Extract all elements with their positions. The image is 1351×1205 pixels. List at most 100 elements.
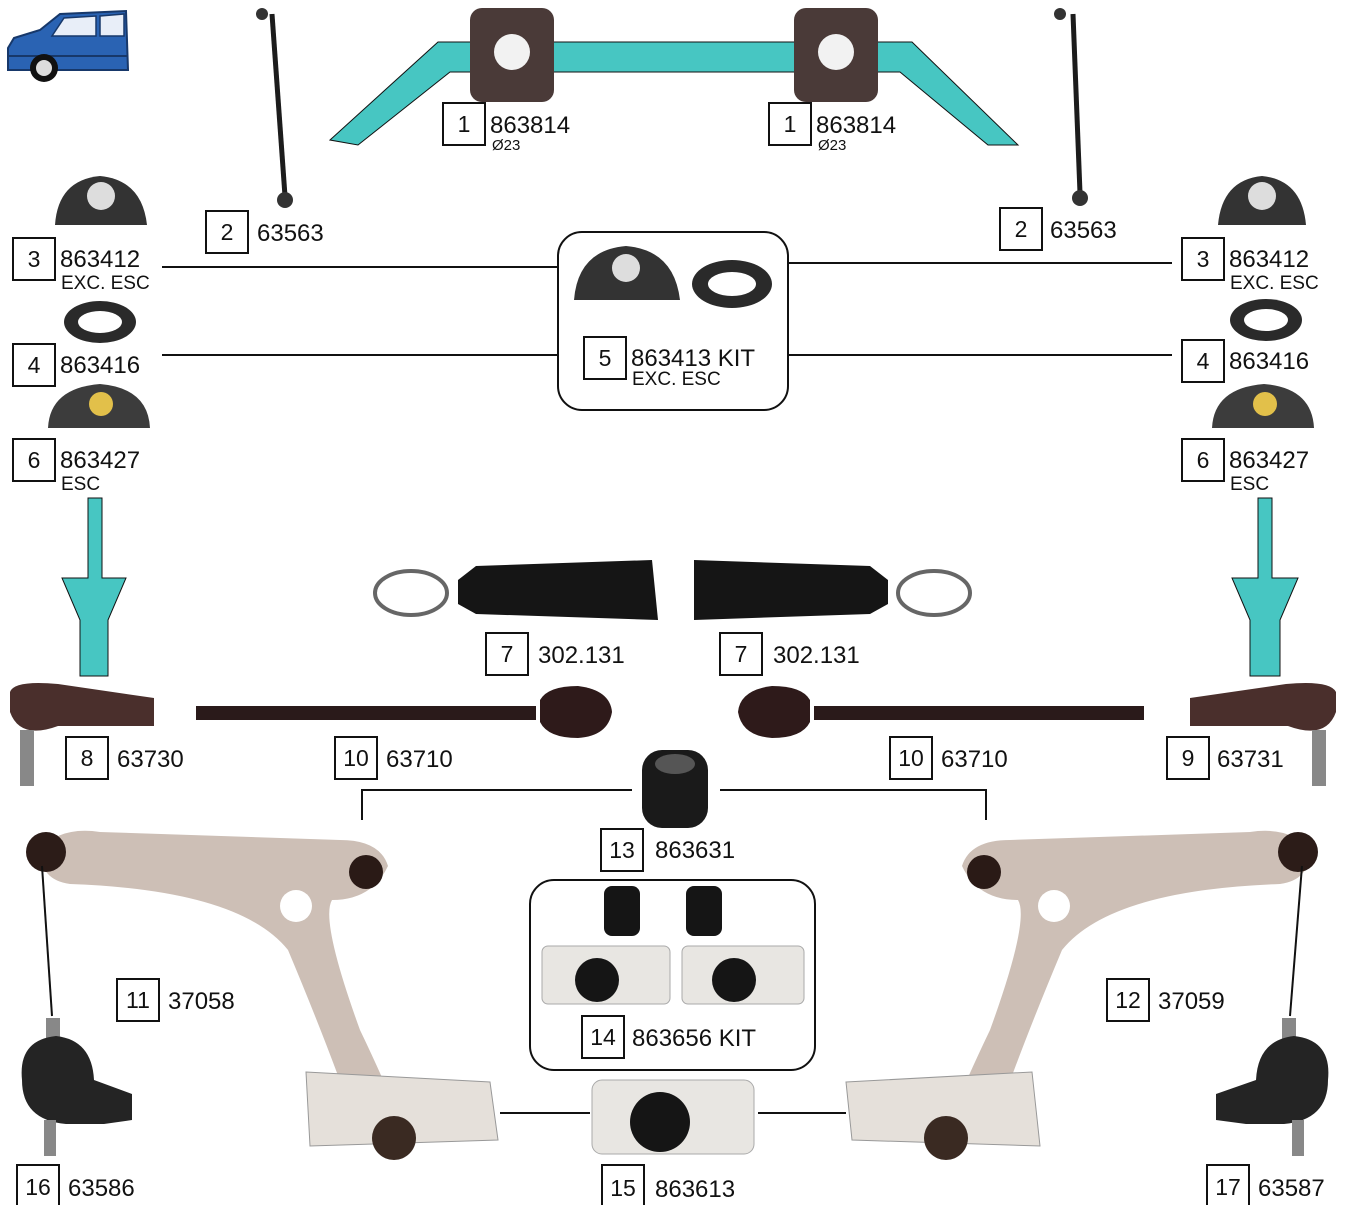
svg-text:11: 11 (126, 987, 150, 1013)
strut-mount-esc-left (48, 384, 150, 428)
label-part-6-left: 6 863427 ESC (12, 438, 140, 495)
kit-box-14 (529, 879, 816, 1071)
svg-text:63586: 63586 (68, 1175, 135, 1202)
label-part-11: 11 37058 (116, 978, 235, 1022)
svg-text:863613: 863613 (655, 1176, 735, 1203)
svg-text:63731: 63731 (1217, 746, 1284, 773)
label-part-10-right: 10 63710 (889, 736, 1008, 780)
strut-bearing-left (64, 301, 136, 343)
down-arrow-left (61, 497, 127, 677)
svg-text:863416: 863416 (1229, 348, 1309, 375)
svg-text:9: 9 (1182, 745, 1195, 771)
svg-text:63587: 63587 (1258, 1175, 1325, 1202)
svg-text:EXC. ESC: EXC. ESC (61, 273, 150, 294)
label-part-2-left: 2 63563 (205, 210, 324, 254)
stabilizer-link-right (1054, 8, 1088, 206)
svg-text:37059: 37059 (1158, 988, 1225, 1015)
label-part-4-left: 4 863416 (12, 343, 140, 387)
svg-text:ESC: ESC (61, 474, 100, 495)
svg-text:863814: 863814 (816, 112, 896, 139)
label-part-12: 12 37059 (1106, 978, 1225, 1022)
svg-text:63710: 63710 (941, 746, 1008, 773)
svg-text:3: 3 (28, 246, 41, 272)
svg-text:3: 3 (1197, 246, 1210, 272)
svg-text:6: 6 (1197, 447, 1210, 473)
ball-joint-left (21, 865, 132, 1156)
tie-rod-end-left (10, 683, 154, 786)
control-arm-left (26, 830, 499, 1160)
strut-mount-esc-right (1212, 384, 1314, 428)
svg-text:EXC. ESC: EXC. ESC (632, 369, 721, 390)
label-part-16: 16 63586 (16, 1164, 135, 1205)
kit-5-bearing (692, 260, 772, 308)
svg-text:2: 2 (221, 219, 234, 245)
car-icon (7, 9, 130, 82)
bushing-13 (642, 750, 708, 828)
leader-lines-upper (162, 262, 1172, 356)
svg-text:863631: 863631 (655, 837, 735, 864)
label-part-4-right: 4 863416 (1181, 339, 1309, 383)
label-part-8: 8 63730 (65, 736, 184, 780)
label-part-17: 17 63587 (1206, 1164, 1325, 1205)
label-part-14: 14 863656 KIT (581, 1015, 756, 1059)
svg-text:ESC: ESC (1230, 474, 1269, 495)
stabilizer-bushing-right (794, 8, 878, 102)
label-part-1-left: 1 863814 Ø23 (442, 102, 570, 154)
inner-tie-rod-left (196, 686, 612, 738)
ball-joint-right (1216, 865, 1329, 1156)
svg-text:302.131: 302.131 (773, 642, 860, 669)
svg-text:6: 6 (28, 447, 41, 473)
label-part-5: 5 863413 KIT EXC. ESC (583, 336, 755, 390)
svg-text:863416: 863416 (60, 352, 140, 379)
svg-text:5: 5 (599, 345, 612, 371)
down-arrow-right (1231, 497, 1299, 677)
label-part-9: 9 63731 (1166, 736, 1284, 780)
svg-text:EXC. ESC: EXC. ESC (1230, 273, 1319, 294)
svg-text:302.131: 302.131 (538, 642, 625, 669)
control-arm-right (845, 830, 1318, 1160)
svg-text:863412: 863412 (1229, 246, 1309, 273)
svg-text:7: 7 (735, 641, 748, 667)
strut-mount-right (1218, 176, 1306, 225)
stabilizer-bushing-left (470, 8, 554, 102)
label-part-2-right: 2 63563 (999, 207, 1117, 251)
svg-text:13: 13 (609, 837, 635, 863)
svg-text:4: 4 (28, 352, 41, 378)
steering-boot-left (373, 560, 658, 620)
kit-box-5 (557, 231, 789, 411)
stabilizer-link-left (256, 8, 293, 208)
label-part-13: 13 863631 (600, 828, 735, 872)
svg-text:16: 16 (25, 1174, 51, 1200)
svg-text:1: 1 (458, 111, 471, 137)
label-part-7-left: 7 302.131 (485, 632, 625, 676)
svg-text:63710: 63710 (386, 746, 453, 773)
label-part-1-right: 1 863814 Ø23 (768, 102, 896, 154)
label-part-15: 15 863613 (601, 1164, 735, 1205)
svg-text:863656 KIT: 863656 KIT (632, 1025, 756, 1052)
label-part-6-right: 6 863427 ESC (1181, 438, 1309, 495)
svg-text:2: 2 (1015, 216, 1028, 242)
svg-text:14: 14 (590, 1024, 616, 1050)
svg-text:10: 10 (898, 745, 924, 771)
svg-text:863814: 863814 (490, 112, 570, 139)
strut-mount-left (55, 176, 147, 225)
svg-text:17: 17 (1215, 1174, 1241, 1200)
svg-text:10: 10 (343, 745, 369, 771)
bushing-15 (591, 1079, 755, 1155)
stabilizer-bar (328, 41, 1020, 146)
steering-boot-right (694, 560, 972, 620)
svg-text:Ø23: Ø23 (818, 137, 846, 154)
label-part-10-left: 10 63710 (334, 736, 453, 780)
label-part-3-right: 3 863412 EXC. ESC (1181, 237, 1319, 294)
svg-text:863427: 863427 (60, 447, 140, 474)
inner-tie-rod-right (738, 686, 1144, 738)
svg-text:63563: 63563 (1050, 217, 1117, 244)
svg-text:7: 7 (501, 641, 514, 667)
kit-14-parts (541, 886, 805, 1005)
kit-5-mount (574, 246, 680, 300)
label-part-3-left: 3 863412 EXC. ESC (12, 237, 150, 294)
svg-text:863427: 863427 (1229, 447, 1309, 474)
svg-text:1: 1 (784, 111, 797, 137)
svg-text:Ø23: Ø23 (492, 137, 520, 154)
